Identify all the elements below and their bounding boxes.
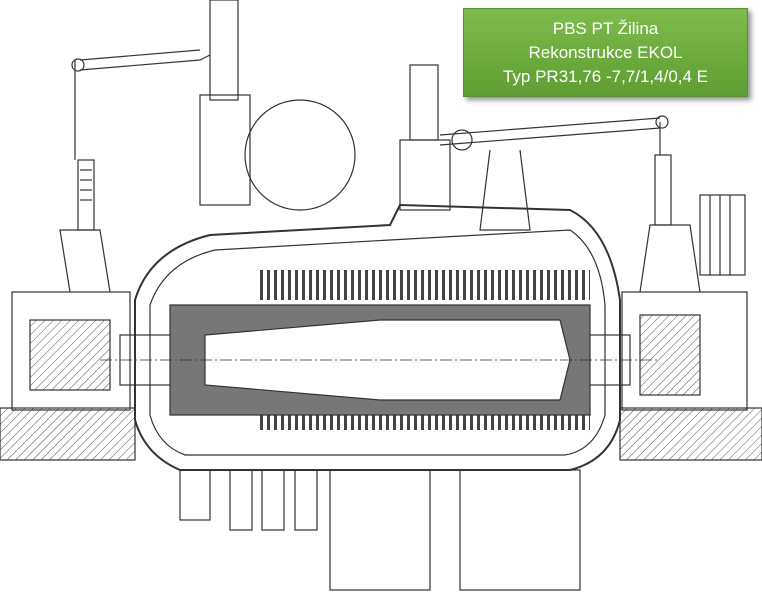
steam-chest-sphere: [244, 99, 356, 211]
left-bearing-housing: [11, 159, 131, 411]
exhaust-nozzles: [179, 469, 581, 591]
right-bearing-housing: [621, 154, 748, 411]
turbine-casing: [134, 203, 621, 471]
label-line-plant: PBS PT Žilina: [552, 19, 659, 38]
left-foundation: [0, 407, 136, 461]
left-valve-lever: [71, 0, 251, 206]
rotor-shaft: [100, 304, 660, 416]
label-line-project: Rekonstrukce EKOL: [528, 43, 683, 62]
right-foundation: [619, 407, 762, 461]
upper-blade-rows: [260, 270, 590, 300]
label-line-type: Typ PR31,76 -7,7/1,4/0,4 E: [502, 67, 709, 86]
project-title-label: PBS PT Žilina Rekonstrukce EKOL Typ PR31…: [463, 8, 748, 97]
right-valve-lever: [399, 64, 669, 231]
